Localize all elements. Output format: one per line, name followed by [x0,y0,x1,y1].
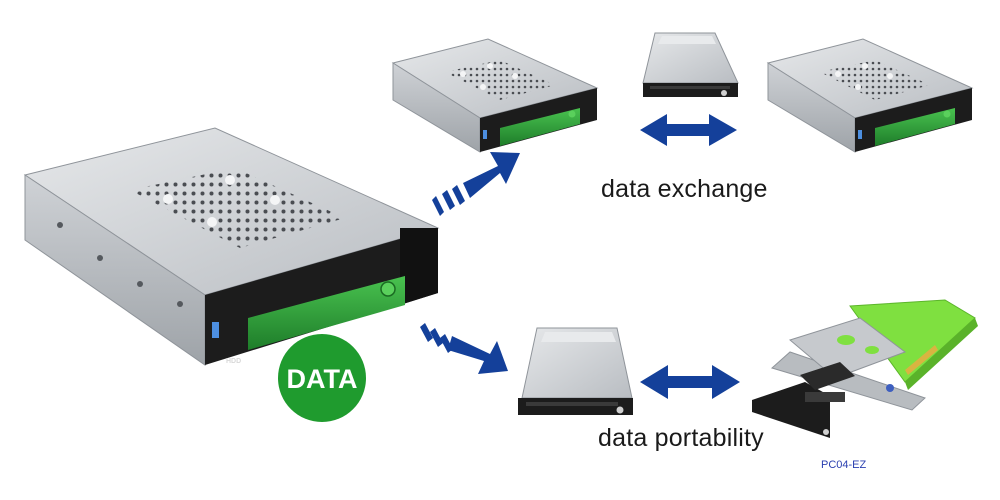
pcie-card-icon [752,299,978,438]
ssd-tray-icon [642,32,739,97]
arrow-up-right-icon [432,152,520,216]
data-exchange-label: data exchange [601,175,768,203]
data-portability-label: data portability [598,424,764,452]
double-arrow-bottom-icon [640,365,740,399]
model-label: PC04-EZ [821,459,867,471]
large-hdd-enclosure-icon [23,127,440,366]
small-hdd-enclosure-right-icon [766,38,974,153]
arrow-down-right-icon [420,323,508,374]
ssd-tray-bottom-icon [518,327,633,415]
small-hdd-enclosure-icon [391,38,599,153]
data-badge-label: DATA [287,364,358,394]
data-badge [278,334,366,422]
double-arrow-top-icon [640,114,737,146]
hdd-tag: HDD [226,358,241,365]
